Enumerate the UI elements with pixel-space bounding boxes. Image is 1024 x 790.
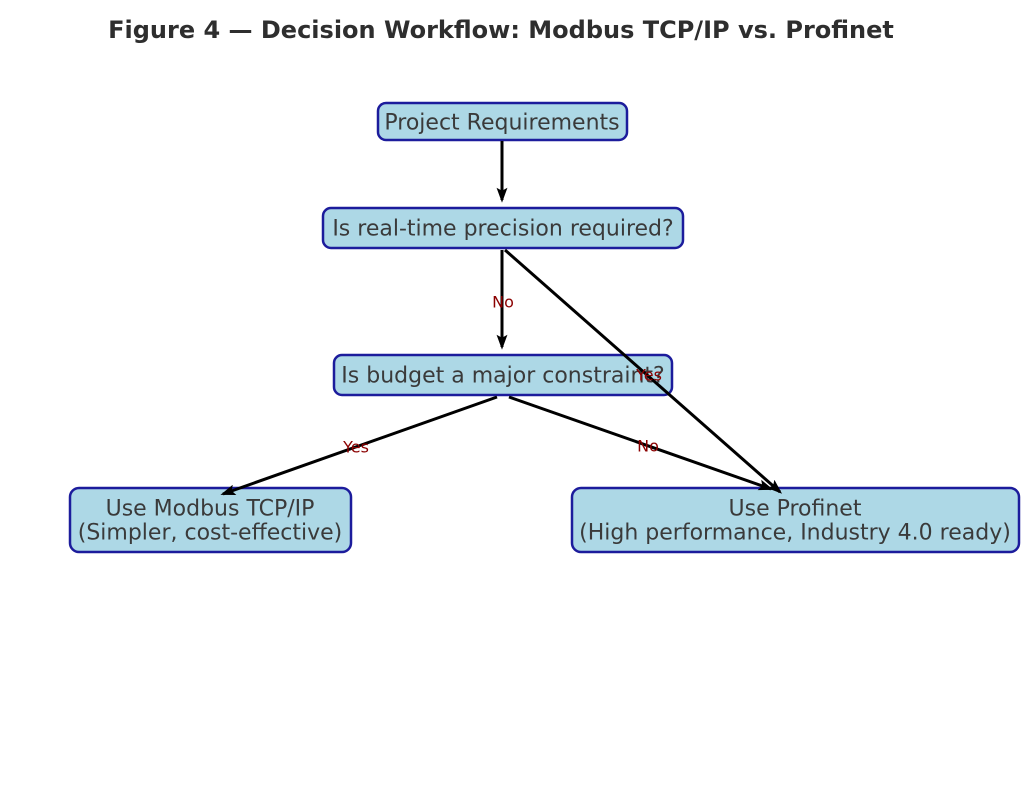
node-budget-question-label: Is budget a major constraint? <box>341 364 664 389</box>
node-use-profinet-label-line2: (High performance, Industry 4.0 ready) <box>579 521 1011 546</box>
edge-budget-to-profinet <box>508 395 774 491</box>
node-realtime-question <box>321 206 685 250</box>
node-use-modbus-label-line1: Use Modbus TCP/IP <box>106 497 315 522</box>
node-project-requirements <box>376 101 629 142</box>
edge-label-realtime-no: No <box>492 293 514 312</box>
node-use-profinet-label-line1: Use Profinet <box>729 497 862 522</box>
node-realtime-question-label: Is real-time precision required? <box>332 217 673 242</box>
node-budget-question <box>332 353 674 397</box>
edge-label-realtime-yes: Yes <box>635 366 662 385</box>
edge-realtime-to-profinet <box>504 248 783 494</box>
node-use-modbus-label-line2: (Simpler, cost-effective) <box>78 521 343 546</box>
edge-label-budget-no: No <box>637 437 659 456</box>
node-use-profinet <box>570 486 1021 554</box>
node-use-modbus <box>68 486 353 554</box>
edge-budget-to-modbus <box>220 395 498 496</box>
node-project-requirements-label: Project Requirements <box>384 111 619 136</box>
edge-label-budget-yes: Yes <box>342 438 369 457</box>
figure-title: Figure 4 — Decision Workflow: Modbus TCP… <box>108 16 894 44</box>
